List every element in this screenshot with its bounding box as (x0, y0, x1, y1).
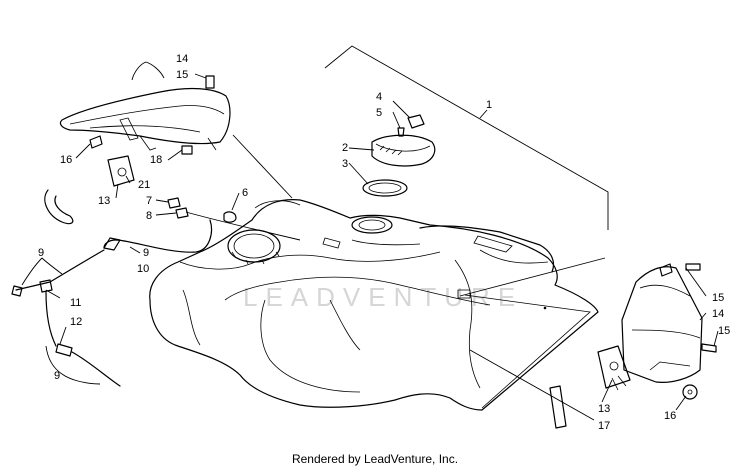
callout-8: 8 (146, 210, 152, 222)
callout-15a: 15 (176, 69, 188, 81)
callout-11: 11 (70, 297, 81, 309)
callout-12: 12 (70, 316, 82, 328)
callout-14a: 14 (176, 53, 188, 65)
fuel-tank (149, 199, 599, 429)
callout-9c: 9 (54, 370, 60, 382)
callout-13a: 13 (98, 195, 110, 207)
callouts: 1 2 3 4 5 6 7 8 9 9 9 10 11 12 13 13 14 … (38, 53, 730, 432)
fuel-cap (362, 114, 436, 197)
callout-4: 4 (376, 91, 382, 103)
item-1-bracket (324, 45, 609, 230)
callout-1: 1 (486, 99, 492, 111)
callout-14b: 14 (712, 308, 724, 320)
fuel-pump-assembly (44, 75, 231, 225)
callout-18: 18 (150, 154, 162, 166)
side-cover (597, 263, 717, 400)
leader-lines (21, 61, 719, 421)
callout-15c: 15 (718, 325, 730, 337)
callout-21: 21 (138, 179, 150, 191)
callout-16a: 16 (60, 154, 72, 166)
callout-9b: 9 (143, 247, 149, 259)
callout-17: 17 (598, 420, 610, 432)
callout-5: 5 (376, 107, 382, 119)
callout-15b: 15 (712, 292, 724, 304)
callout-3: 3 (342, 158, 348, 170)
footer-credit: Rendered by LeadVenture, Inc. (291, 452, 459, 466)
callout-13b: 13 (598, 403, 610, 415)
callout-6: 6 (242, 187, 248, 199)
callout-7: 7 (146, 195, 152, 207)
callout-2: 2 (342, 142, 348, 154)
callout-10: 10 (137, 263, 149, 275)
callout-9a: 9 (38, 247, 44, 259)
callout-16b: 16 (664, 410, 676, 422)
fuel-lines (11, 197, 301, 387)
